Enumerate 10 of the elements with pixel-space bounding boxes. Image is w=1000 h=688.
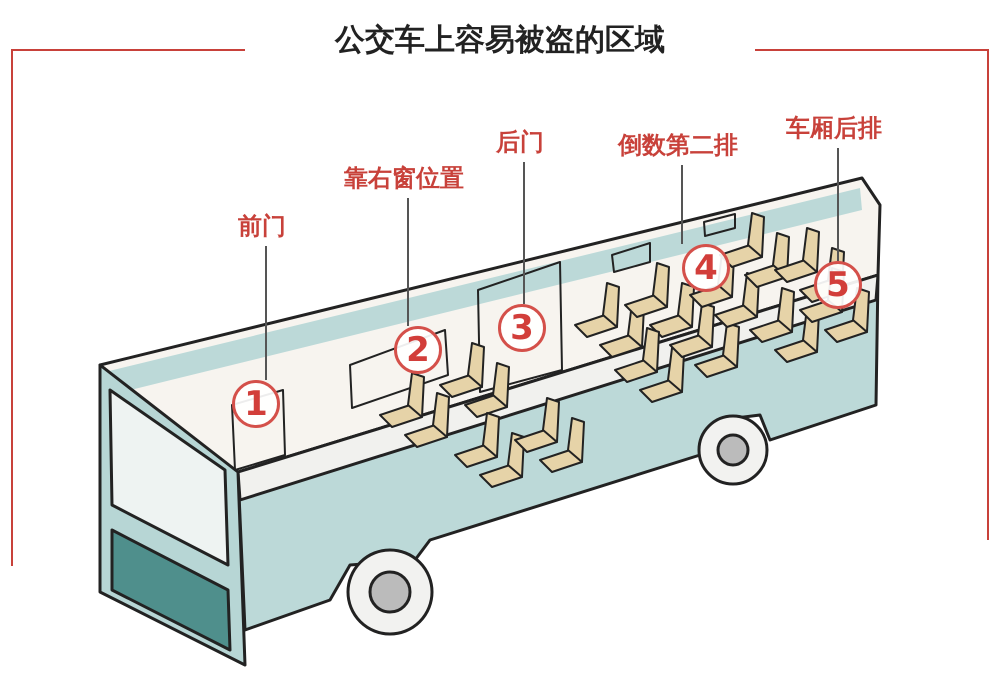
leader-line <box>523 162 525 304</box>
area-label: 后门 <box>496 126 544 158</box>
leader-line <box>837 148 839 261</box>
area-label: 倒数第二排 <box>618 129 738 161</box>
leader-line <box>265 246 267 380</box>
leader-line <box>407 198 409 326</box>
title: 公交车上容易被盗的区域 <box>335 22 665 60</box>
area-label: 车厢后排 <box>786 112 882 144</box>
area-label: 靠右窗位置 <box>344 162 464 194</box>
area-label: 前门 <box>238 210 286 242</box>
